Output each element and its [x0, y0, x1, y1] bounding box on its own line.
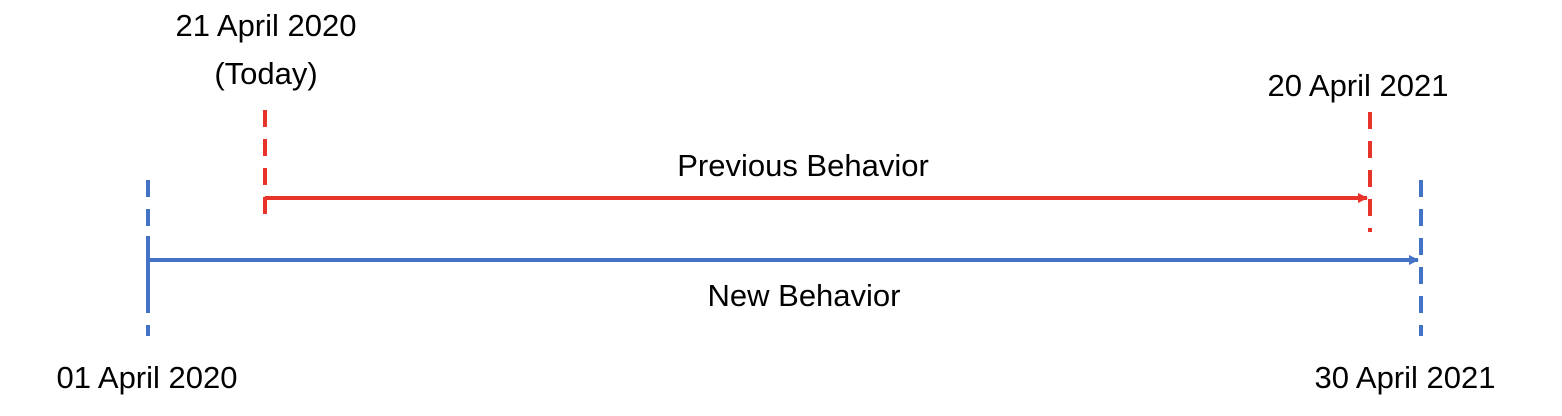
previous-behavior-label: Previous Behavior — [677, 148, 929, 183]
new-behavior-label: New Behavior — [707, 278, 901, 313]
new-end-date-label: 30 April 2021 — [1314, 360, 1496, 395]
previous-end-date-label: 20 April 2021 — [1267, 68, 1449, 103]
today-date-label: 21 April 2020 — [175, 8, 357, 43]
new-start-date-label: 01 April 2020 — [56, 360, 238, 395]
today-note-label: (Today) — [214, 56, 318, 91]
